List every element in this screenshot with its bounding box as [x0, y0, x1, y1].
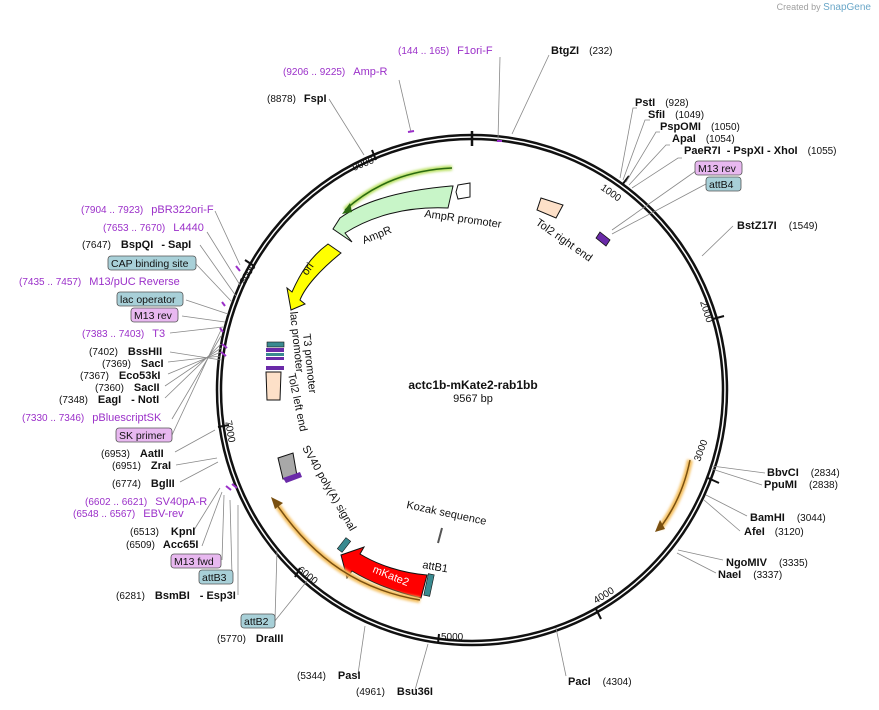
- feature-label-tol2-right: Tol2 right end: [533, 217, 594, 265]
- site-labels: BtgZI(232) PstI(928) SfiI(1049) PspOMI(1…: [59, 45, 840, 698]
- site-afei: AfeI(3120): [744, 526, 804, 538]
- snapgene-logo: SnapGene: [823, 2, 871, 13]
- site-bbvci: BbvCI(2834): [767, 467, 840, 479]
- site-sfii: SfiI(1049): [648, 109, 704, 121]
- site-bsshii: (7402)BssHII: [89, 346, 162, 358]
- primer-amp-r: (9206 .. 9225)Amp-R: [283, 66, 388, 78]
- site-sacii: (7360)SacII: [95, 382, 160, 394]
- site-zrai: (6951)ZraI: [112, 460, 171, 472]
- feature-tol2-left: Tol2 left end: [265, 371, 309, 433]
- site-eco53ki: (7367)Eco53kI: [80, 370, 161, 382]
- tick-3000: 3000: [692, 438, 710, 463]
- site-aatii: (6953)AatII: [101, 448, 164, 460]
- feature-ori: ori: [286, 243, 342, 311]
- feature-label-ampr: AmpR: [361, 224, 394, 247]
- site-kpni: (6513)KpnI: [130, 526, 195, 538]
- primer-pbr322ori-f: (7904 .. 7923)pBR322ori-F: [81, 204, 214, 216]
- site-saci: (7369)SacI: [102, 358, 164, 370]
- site-bsu36i: (4961)Bsu36I: [356, 686, 433, 698]
- site-btgzi: BtgZI(232): [551, 45, 612, 57]
- site-bamhi: BamHI(3044): [750, 512, 826, 524]
- box-cap-binding-site-text: CAP binding site: [111, 258, 189, 270]
- plasmid-size: 9567 bp: [453, 393, 493, 405]
- primer-l4440: (7653 .. 7670)L4440: [103, 222, 204, 234]
- box-attb3-text: attB3: [202, 572, 227, 584]
- primer-f1ori-f: (144 .. 165)F1ori-F: [398, 45, 493, 57]
- site-bglii: (6774)BglII: [112, 478, 175, 490]
- site-paer7i: PaeR7I- PspXI - XhoI(1055): [684, 145, 837, 157]
- primer-m13-puc-reverse: (7435 .. 7457)M13/pUC Reverse: [19, 276, 180, 288]
- tick-8000: 8000: [238, 261, 259, 286]
- site-pspomi: PspOMI(1050): [660, 121, 740, 133]
- feature-attb-left-marker: [336, 537, 352, 553]
- primer-marks: [219, 130, 502, 491]
- site-draiii: (5770)DraIII: [217, 633, 283, 645]
- feature-ampr-arc: [342, 165, 453, 214]
- box-sk-primer-text: SK primer: [119, 430, 166, 442]
- site-sapi: (7647)BspQI-SapI: [82, 239, 191, 251]
- feature-attb4-marker: [595, 231, 611, 247]
- site-apai: ApaI(1054): [672, 133, 735, 145]
- feature-orf-arc-right: [655, 459, 693, 532]
- feature-label-ori: ori: [300, 261, 317, 278]
- box-m13-rev-left: M13 rev: [130, 307, 179, 323]
- box-m13-rev-left-text: M13 rev: [134, 310, 173, 322]
- site-bstz17i: BstZ17I(1549): [737, 220, 818, 232]
- primer-t3: (7383 .. 7403)T3: [82, 328, 165, 340]
- box-lac-operator-text: lac operator: [120, 294, 176, 306]
- feature-label-kozak: Kozak sequence: [405, 499, 487, 528]
- site-acc65i: (6509)Acc65I: [126, 539, 198, 551]
- box-attb3: attB3: [198, 569, 234, 585]
- tick-7000: 7000: [222, 420, 237, 444]
- feature-label-ampr-promoter: AmpR promoter: [424, 208, 503, 231]
- site-pasi: (5344)PasI: [297, 670, 361, 682]
- feature-tol2-right: Tol2 right end: [533, 197, 594, 265]
- box-m13-rev-right-text: M13 rev: [698, 163, 737, 175]
- box-attb4: attB4: [705, 176, 742, 192]
- site-ppumi: PpuMI(2838): [764, 479, 838, 491]
- box-attb4-text: attB4: [709, 179, 734, 191]
- site-psti: PstI(928): [635, 97, 689, 109]
- site-paci: PacI(4304): [568, 676, 632, 688]
- tick-5000: 5000: [441, 632, 464, 643]
- site-noti: (7348)EagI-NotI: [59, 394, 159, 406]
- box-lac-operator: lac operator: [116, 291, 184, 307]
- box-cap-binding-site: CAP binding site: [107, 255, 197, 271]
- snapgene-credit: Created by SnapGene: [777, 2, 871, 13]
- primer-pbluescriptsk: (7330 .. 7346)pBluescriptSK: [22, 412, 162, 424]
- site-bsmbi: (6281)BsmBI- Esp3I: [116, 590, 236, 602]
- site-ngomiv: NgoMIV(3335): [726, 557, 808, 569]
- boxed-labels: M13 rev attB4 CAP binding site lac opera…: [107, 160, 743, 629]
- box-attb2-text: attB2: [244, 616, 269, 628]
- box-attb2: attB2: [240, 613, 276, 629]
- box-m13-rev-right: M13 rev: [694, 160, 743, 176]
- plasmid-name: actc1b-mKate2-rab1bb: [408, 378, 537, 392]
- feature-orf-arc-bottom: [271, 497, 421, 603]
- site-naei: NaeI(3337): [718, 569, 782, 581]
- primer-labels: (144 .. 165)F1ori-F (9206 .. 9225)Amp-R …: [19, 45, 493, 520]
- site-fspi: (8878)FspI: [267, 93, 327, 105]
- primer-sv40pa-r: (6602 .. 6621)SV40pA-R: [85, 496, 207, 508]
- feature-kozak: Kozak sequence: [405, 499, 487, 544]
- box-sk-primer: SK primer: [115, 427, 173, 443]
- box-m13-fwd: M13 fwd: [170, 553, 222, 569]
- credit-prefix: Created by: [776, 2, 821, 12]
- box-m13-fwd-text: M13 fwd: [174, 556, 214, 568]
- feature-label-sv40-polya: SV40 poly(A) signal: [299, 444, 358, 534]
- primer-ebv-rev: (6548 .. 6567)EBV-rev: [73, 508, 184, 520]
- feature-attb1: attB1: [421, 559, 449, 597]
- leader-lines: [164, 54, 766, 691]
- tick-9000: 9000: [351, 155, 376, 174]
- feature-label-attb1: attB1: [421, 559, 448, 575]
